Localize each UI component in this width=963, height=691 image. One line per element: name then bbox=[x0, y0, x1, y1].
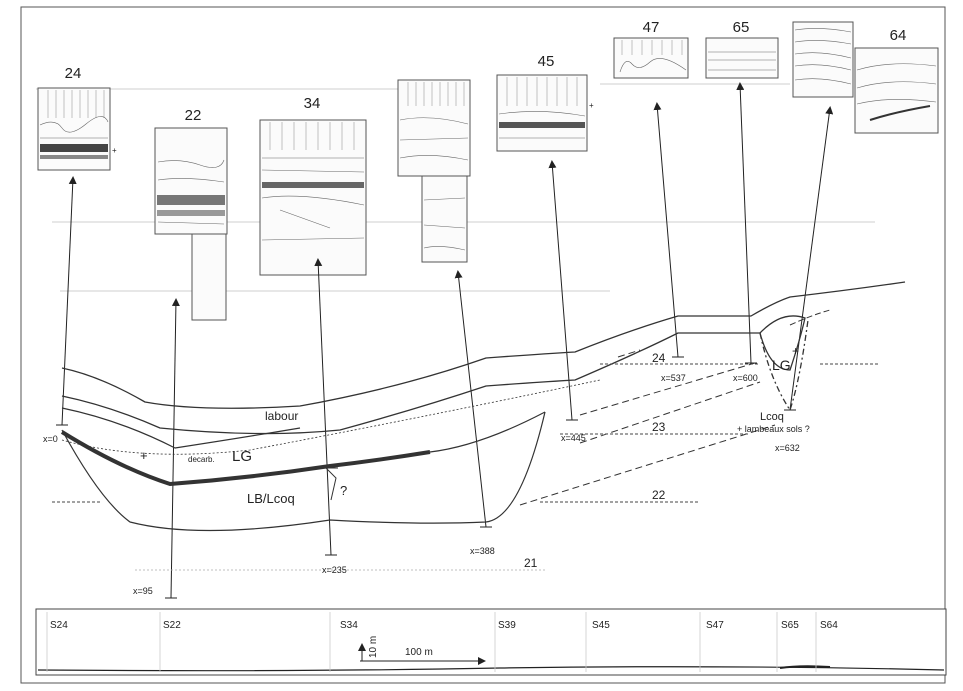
log-panel-65: 65 bbox=[705, 19, 779, 79]
strip-label-s47: S47 bbox=[706, 620, 724, 631]
level-label-23: 23 bbox=[652, 420, 666, 434]
log-panel-47: 47 bbox=[613, 19, 689, 79]
log-panel-22: 22 bbox=[154, 107, 228, 321]
unit-label-lambeaux: + lambeaux sols ? bbox=[737, 424, 810, 434]
svg-text:+: + bbox=[112, 146, 117, 155]
level-label-24: 24 bbox=[652, 351, 666, 365]
plus-marker-left: + bbox=[140, 448, 148, 463]
position-label-x445: x=445 bbox=[561, 433, 586, 443]
position-label-x388: x=388 bbox=[470, 546, 495, 556]
log-label-65: 65 bbox=[733, 19, 750, 36]
scale-bar: 100 m 10 m bbox=[358, 636, 486, 665]
svg-text:+: + bbox=[589, 101, 594, 110]
unit-label-decarb: decarb. bbox=[188, 455, 215, 464]
level-label-21: 21 bbox=[524, 556, 538, 570]
position-label-x95: x=95 bbox=[133, 586, 153, 596]
vertical-hatching bbox=[47, 90, 105, 118]
scale-label-vertical: 10 m bbox=[368, 636, 379, 658]
unit-label-lcoq: Lcoq bbox=[760, 411, 784, 423]
log-label-47: 47 bbox=[643, 19, 660, 36]
position-label-x600: x=600 bbox=[733, 373, 758, 383]
unit-label-labour: labour bbox=[265, 409, 298, 423]
unit-label-lg-pit: LG bbox=[772, 357, 791, 373]
strip-label-s24: S24 bbox=[50, 620, 68, 631]
log-panel-39: 39 bbox=[397, 79, 471, 263]
level-label-22: 22 bbox=[652, 488, 666, 502]
log-label-22: 22 bbox=[185, 107, 202, 124]
log-panel-24: 24 + bbox=[37, 65, 117, 171]
log-label-34: 34 bbox=[304, 95, 321, 112]
log-panel-34: 34 bbox=[259, 95, 367, 276]
strip-label-s45: S45 bbox=[592, 620, 610, 631]
unit-label-lg: LG bbox=[232, 448, 252, 465]
plus-marker-pit: + bbox=[792, 344, 799, 358]
strip-label-s65: S65 bbox=[781, 620, 799, 631]
location-strip: S24 S22 S34 S39 S45 S47 S65 S64 100 m 10… bbox=[35, 608, 947, 676]
strip-label-s22: S22 bbox=[163, 620, 181, 631]
position-label-x632: x=632 bbox=[775, 443, 800, 453]
log-label-45: 45 bbox=[538, 53, 555, 70]
strip-label-s39: S39 bbox=[498, 620, 516, 631]
scale-label-horizontal: 100 m bbox=[405, 647, 433, 658]
log-label-24: 24 bbox=[65, 65, 82, 82]
log-connector-arrows bbox=[61, 82, 834, 599]
position-label-x0: x=0 bbox=[43, 434, 58, 444]
borehole-caps bbox=[56, 356, 796, 599]
position-label-x537: x=537 bbox=[661, 373, 686, 383]
strip-label-s34: S34 bbox=[340, 620, 358, 631]
cross-section bbox=[52, 281, 906, 571]
log-panel-45: 45 + bbox=[496, 53, 594, 152]
figure-frame bbox=[20, 6, 946, 684]
log-panel-64: 64 bbox=[792, 21, 939, 134]
log-label-64: 64 bbox=[890, 27, 907, 44]
position-label-x235: x=235 bbox=[322, 565, 347, 575]
strip-label-s64: S64 bbox=[820, 620, 838, 631]
question-mark-label: ? bbox=[340, 483, 347, 498]
unit-label-lb-lcoq: LB/Lcoq bbox=[247, 491, 295, 506]
